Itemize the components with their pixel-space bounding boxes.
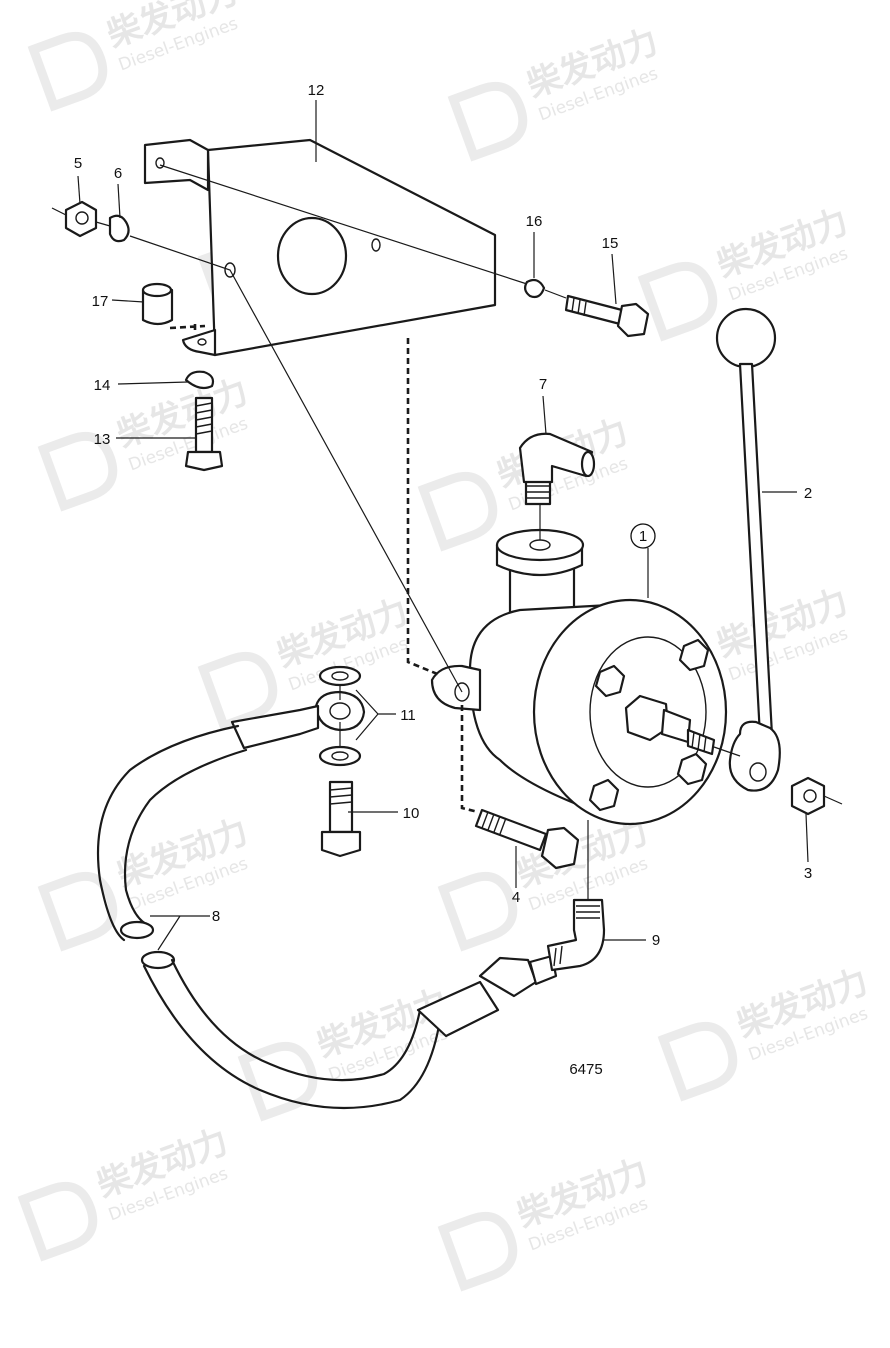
watermark-7: 柴发动力 Diesel-Engines: [197, 592, 413, 732]
callout-15: 15: [602, 235, 619, 252]
part-15-bolt: [564, 294, 650, 338]
callout-9: 9: [652, 932, 660, 949]
callout-5: 5: [74, 155, 82, 172]
watermark-1: 柴发动力 Diesel-Engines: [27, 0, 243, 112]
callout-leaders: [77, 100, 809, 951]
part-3-nut: [790, 776, 826, 816]
figure-number: 6475: [569, 1061, 602, 1078]
part-11-washers: [318, 665, 362, 767]
part-13-bolt: [184, 396, 224, 472]
part-9-elbow-fitting: [546, 898, 606, 972]
part-10-banjo-bolt: [320, 780, 362, 858]
watermark-14: 柴发动力 Diesel-Engines: [437, 1152, 653, 1292]
callout-13: 13: [94, 431, 111, 448]
callout-1: 1: [630, 523, 656, 549]
callout-16: 16: [526, 213, 543, 230]
watermark-13: 柴发动力 Diesel-Engines: [17, 1122, 233, 1262]
watermark-12: 柴发动力 Diesel-Engines: [657, 962, 873, 1102]
callout-7: 7: [539, 376, 547, 393]
watermark-5: 柴发动力 Diesel-Engines: [37, 372, 253, 512]
callout-14: 14: [94, 377, 111, 394]
part-6-washer: [108, 214, 130, 243]
watermark-2: 柴发动力 Diesel-Engines: [447, 22, 663, 162]
callout-11: 11: [400, 707, 416, 724]
part-14-washer: [184, 370, 215, 390]
callout-6: 6: [114, 165, 122, 182]
part-12-bracket: [143, 138, 497, 357]
callout-2: 2: [804, 485, 812, 502]
assembly-lines: [51, 164, 843, 900]
watermark-layer: 柴发动力 Diesel-Engines 柴发动力 Diesel-Engines …: [17, 0, 873, 1292]
callout-10: 10: [403, 805, 420, 822]
part-5-nut: [64, 200, 98, 238]
callout-8: 8: [212, 908, 220, 925]
part-2-lever: [715, 307, 781, 792]
part-7-elbow-fitting: [518, 432, 596, 506]
callout-labels: 12 5 6 17 14 13 16 15 7 2 1 11 10 3 4 8 …: [74, 82, 812, 1078]
svg-text:1: 1: [639, 528, 647, 545]
callout-17: 17: [92, 293, 109, 310]
callout-4: 4: [512, 889, 520, 906]
part-1-valve-body: [430, 528, 728, 826]
part-17-spacer: [141, 282, 174, 326]
callout-3: 3: [804, 865, 812, 882]
callout-12: 12: [308, 82, 325, 99]
part-8-hose: [96, 690, 558, 1110]
part-16-clip: [523, 278, 546, 299]
part-4-bolt: [474, 808, 580, 870]
